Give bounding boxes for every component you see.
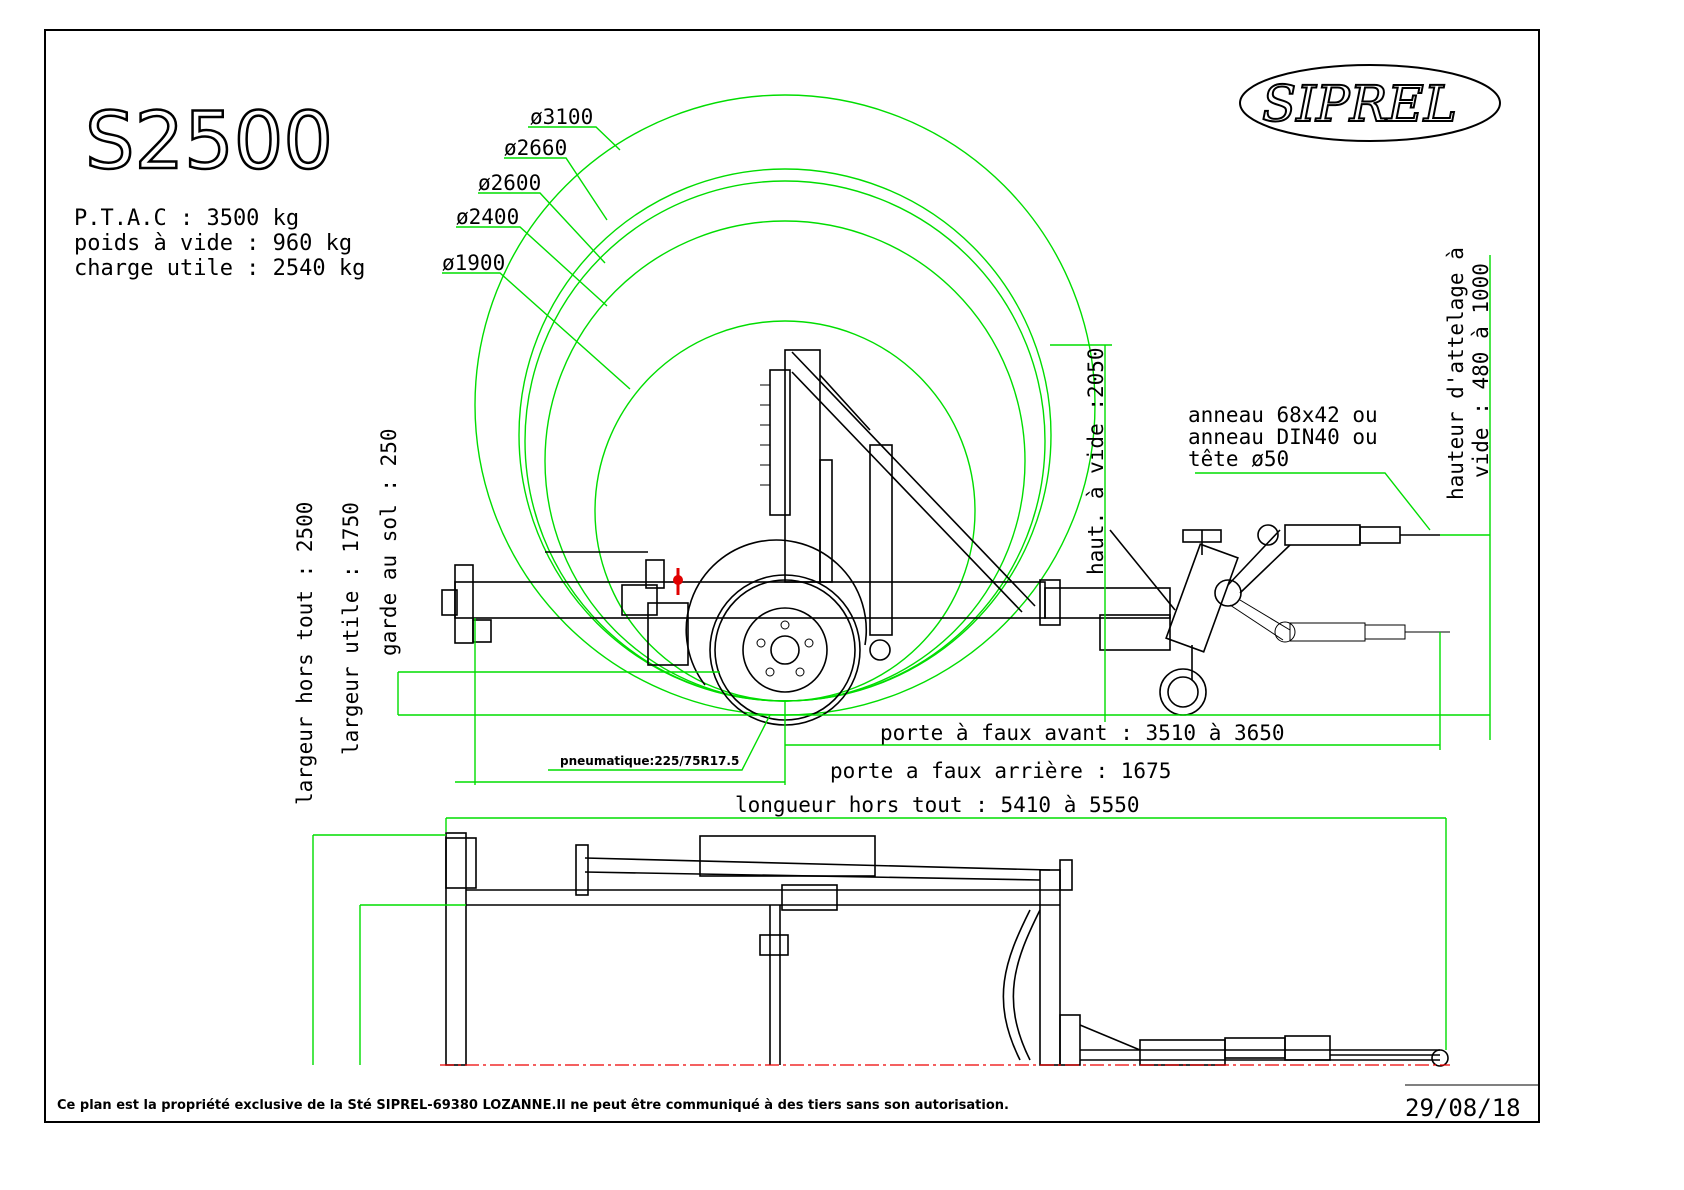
drawing-frame bbox=[44, 29, 1540, 1123]
overall-length-label: longueur hors tout : 5410 à 5550 bbox=[735, 793, 1140, 817]
hitch-option-3: tête ø50 bbox=[1188, 447, 1289, 471]
empty-height-label: haut. à vide :2050 bbox=[1084, 347, 1108, 575]
diameter-leaders bbox=[442, 126, 631, 390]
overall-width-label: largeur hors tout : 2500 bbox=[293, 502, 317, 805]
front-overhang-label: porte à faux avant : 3510 à 3650 bbox=[880, 721, 1285, 745]
spec-ptac: P.T.A.C : 3500 kg bbox=[74, 206, 299, 231]
jockey-wheel bbox=[1159, 668, 1207, 716]
diameter-label-2660: ø2660 bbox=[504, 136, 567, 160]
svg-text:SIPREL: SIPREL bbox=[1262, 75, 1457, 133]
model-title: S2500 bbox=[85, 97, 333, 187]
spec-empty-weight: poids à vide : 960 kg bbox=[74, 231, 352, 256]
siprel-logo: SIPREL bbox=[1239, 64, 1501, 142]
tyre-label: pneumatique:225/75R17.5 bbox=[560, 754, 739, 768]
diameter-label-3100: ø3100 bbox=[530, 105, 593, 129]
dimension-lines bbox=[312, 255, 1491, 1065]
spec-payload: charge utile : 2540 kg bbox=[74, 256, 365, 281]
trailer-top-view bbox=[440, 832, 1450, 1067]
ground-clearance-label: garde au sol : 250 bbox=[377, 428, 401, 656]
useful-width-label: largeur utile : 1750 bbox=[339, 502, 363, 755]
drawing-date: 29/08/18 bbox=[1405, 1094, 1521, 1122]
rear-overhang-label: porte a faux arrière : 1675 bbox=[830, 759, 1171, 783]
hitch-height-label-line2: vide : 480 à 1000 bbox=[1469, 263, 1493, 478]
diameter-label-2400: ø2400 bbox=[456, 205, 519, 229]
diameter-label-2600: ø2600 bbox=[478, 171, 541, 195]
hitch-option-1: anneau 68x42 ou bbox=[1188, 403, 1378, 427]
hitch-option-2: anneau DIN40 ou bbox=[1188, 425, 1378, 449]
diameter-label-1900: ø1900 bbox=[442, 251, 505, 275]
hitch-height-label-line1: hauteur d'attelage à bbox=[1444, 247, 1468, 500]
trailer-side-view bbox=[441, 349, 1450, 726]
footer-notice: Ce plan est la propriété exclusive de la… bbox=[57, 1098, 1009, 1113]
